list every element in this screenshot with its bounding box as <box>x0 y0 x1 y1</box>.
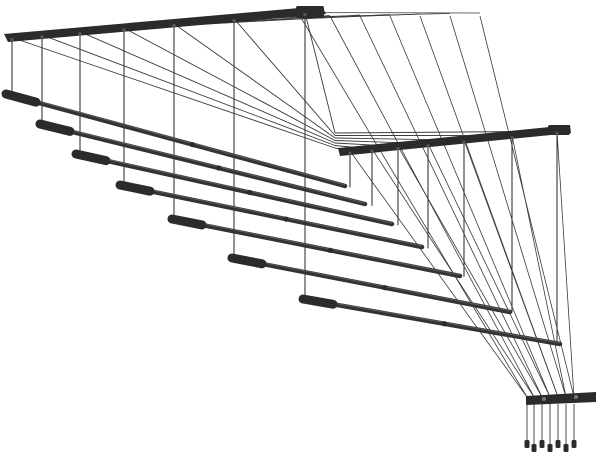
cord-to-wall <box>329 15 535 398</box>
rod-highlight <box>41 122 366 204</box>
rod-joint <box>327 247 333 253</box>
drying-rod <box>229 255 513 315</box>
rod-highlight <box>233 256 511 312</box>
rod-end-cap <box>1 89 41 107</box>
cord-run-upper <box>173 23 336 139</box>
bracket-pulley <box>348 151 352 155</box>
rod-highlight <box>121 183 423 247</box>
rod-end-cap <box>71 149 111 166</box>
wall-cleat-with-cord-ends <box>524 392 596 452</box>
drying-rod <box>300 296 563 347</box>
cord-to-wall-right <box>556 131 575 398</box>
bracket-pulley <box>396 146 400 151</box>
rod-end-cap <box>167 214 207 230</box>
cord-to-wall-right <box>427 143 551 398</box>
cord-to-wall-right <box>511 135 567 398</box>
bracket-pulley <box>462 140 466 144</box>
drying-rod <box>37 121 368 207</box>
rod-end-cap <box>227 253 267 269</box>
cord-to-wall <box>389 15 551 398</box>
rod-highlight <box>173 217 461 276</box>
drying-rod <box>117 182 425 250</box>
bracket-pulley <box>426 143 430 148</box>
rod-joint <box>189 142 196 148</box>
cord-run-upper <box>123 27 336 141</box>
cord-to-wall <box>479 15 575 398</box>
cord-run-upper <box>41 34 336 146</box>
cord-end-weight <box>563 444 569 452</box>
cleat-screw <box>542 397 546 401</box>
cord-to-wall-right <box>397 146 543 398</box>
wall-cleat <box>526 392 596 405</box>
bracket-right-endcap <box>548 125 570 135</box>
rod-joint <box>441 321 447 327</box>
bracket-pulley <box>510 135 514 140</box>
rod-end-cap <box>298 294 338 309</box>
rod-highlight <box>7 92 346 186</box>
cord-run-upper <box>79 31 336 144</box>
drying-rod <box>3 91 348 189</box>
cord-end-weight <box>547 444 553 452</box>
bracket-pulley <box>232 18 236 23</box>
bracket-pulley <box>122 28 126 32</box>
rod-end-cap <box>35 119 75 136</box>
cord-to-wall-right <box>463 140 559 398</box>
cord-run-upper <box>304 12 336 134</box>
bracket-pulley <box>78 31 82 36</box>
rod-joint <box>216 165 222 171</box>
cord-end-weight <box>555 440 561 448</box>
bracket-pulley <box>303 12 307 17</box>
cord-to-wall <box>299 15 528 398</box>
cord-end-weight <box>524 440 530 448</box>
bracket-pulley <box>555 131 559 135</box>
rod-highlight <box>77 152 393 224</box>
cleat-screw <box>574 395 578 399</box>
ceiling-bracket-left <box>4 6 326 42</box>
rod-joint <box>247 189 253 196</box>
rod-highlight <box>304 297 561 344</box>
rod-joint <box>283 216 289 222</box>
cord-end-weight <box>539 440 545 448</box>
cord-end-weight <box>571 440 577 448</box>
drying-rod <box>73 151 395 227</box>
suspension-cords <box>11 12 575 398</box>
ceiling-brackets <box>4 6 571 156</box>
bracket-pulley <box>40 35 44 39</box>
bracket-pulley <box>172 23 176 28</box>
rod-end-cap <box>115 180 155 196</box>
rod-joint <box>382 285 388 291</box>
cord-end-weight <box>531 444 537 452</box>
cord-to-wall <box>449 15 567 398</box>
bracket-left-endcap <box>296 6 324 18</box>
bracket-pulley <box>370 149 374 153</box>
drying-rods <box>1 89 563 347</box>
cord-run-upper <box>233 18 336 136</box>
cord-to-wall <box>359 15 543 398</box>
ceiling-bracket-right <box>338 125 571 156</box>
bracket-pulley <box>10 37 14 42</box>
drying-rod <box>169 216 463 279</box>
